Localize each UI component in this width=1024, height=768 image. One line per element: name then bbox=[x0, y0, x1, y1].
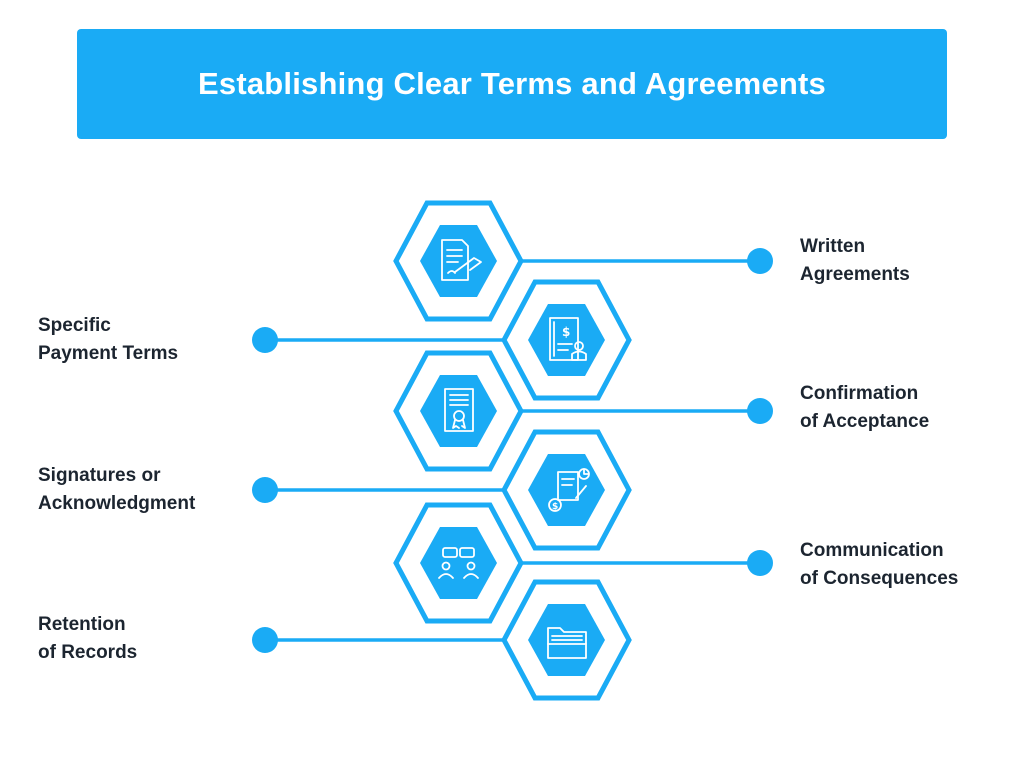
certificate-icon bbox=[444, 388, 474, 432]
hexagon-3 bbox=[393, 350, 524, 472]
invoice-payment-icon: $ bbox=[549, 317, 587, 361]
document-signing-icon bbox=[441, 239, 482, 281]
label-specific-payment-terms: Specific Payment Terms bbox=[38, 312, 178, 368]
connector-dot-2 bbox=[252, 327, 278, 353]
label-line: Signatures or bbox=[38, 465, 161, 486]
hexagon-4: $ bbox=[501, 429, 632, 551]
label-confirmation-of-acceptance: Confirmation of Acceptance bbox=[800, 380, 929, 436]
connector-dot-4 bbox=[252, 477, 278, 503]
hexagon-6 bbox=[501, 579, 632, 701]
connector-dot-5 bbox=[747, 550, 773, 576]
label-line: Confirmation bbox=[800, 383, 919, 404]
folder-records-icon bbox=[547, 627, 587, 659]
label-line: Retention bbox=[38, 614, 126, 635]
connector-dot-3 bbox=[747, 398, 773, 424]
label-line: of Consequences bbox=[800, 568, 959, 589]
hexagon-1 bbox=[393, 200, 524, 322]
page-title: Establishing Clear Terms and Agreements bbox=[198, 66, 826, 101]
label-line: Agreements bbox=[800, 264, 910, 285]
connector-dot-6 bbox=[252, 627, 278, 653]
label-signatures-or-acknowledgment: Signatures or Acknowledgment bbox=[38, 462, 195, 518]
title-banner: Establishing Clear Terms and Agreements bbox=[77, 29, 947, 139]
label-written-agreements: Written Agreements bbox=[800, 233, 910, 289]
svg-text:$: $ bbox=[552, 502, 558, 512]
svg-text:$: $ bbox=[562, 325, 570, 339]
label-line: of Records bbox=[38, 642, 138, 663]
hexagon-2: $ bbox=[501, 279, 632, 401]
conversation-people-icon bbox=[438, 547, 479, 579]
signed-document-money-icon: $ bbox=[548, 468, 590, 512]
hexagon-5 bbox=[393, 502, 524, 624]
label-line: Communication bbox=[800, 540, 944, 561]
label-communication-of-consequences: Communication of Consequences bbox=[800, 537, 958, 593]
label-line: of Acceptance bbox=[800, 411, 930, 432]
label-line: Acknowledgment bbox=[38, 493, 196, 514]
label-line: Written bbox=[800, 236, 866, 257]
label-retention-of-records: Retention of Records bbox=[38, 611, 137, 667]
label-line: Payment Terms bbox=[38, 343, 179, 364]
label-line: Specific bbox=[38, 315, 111, 336]
connector-dot-1 bbox=[747, 248, 773, 274]
